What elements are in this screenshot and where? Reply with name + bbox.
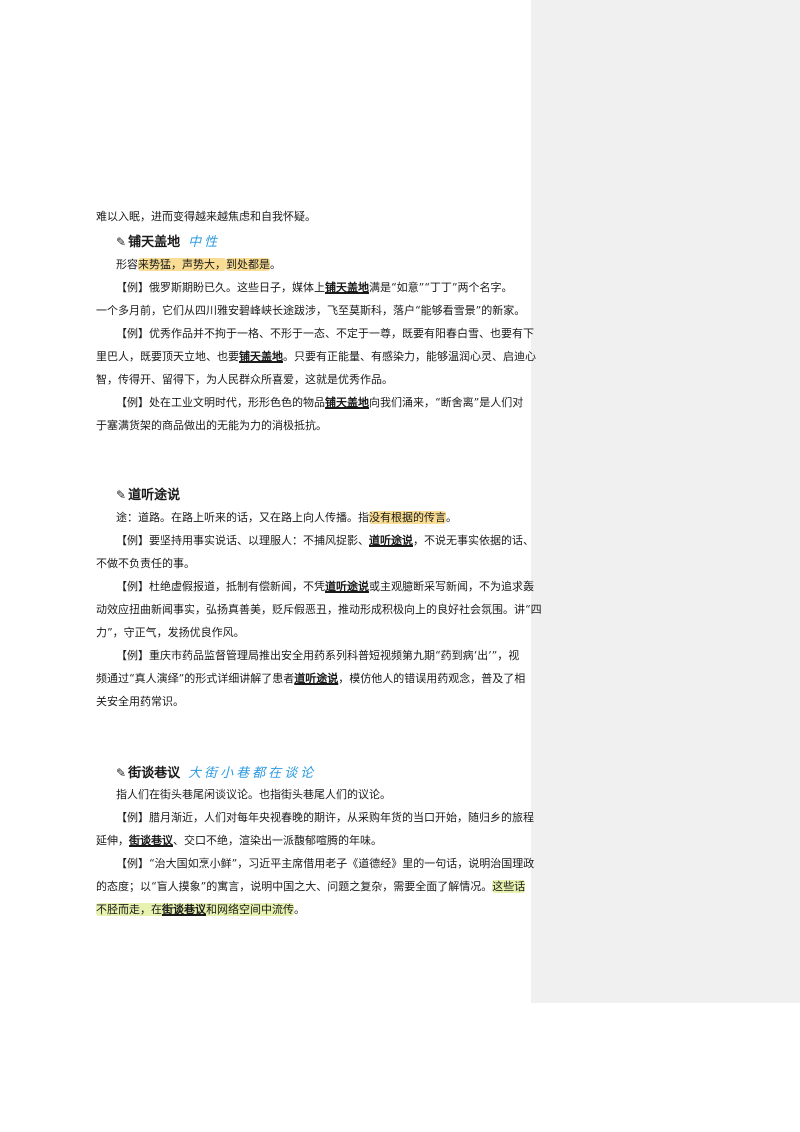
text: 或主观臆断采写新闻，不为追求轰 bbox=[369, 580, 534, 593]
example-line: 不做不负责任的事。 bbox=[96, 557, 195, 570]
section-heading-2: ✎道听途说 bbox=[116, 484, 180, 503]
idiom-mark: 街谈巷议 bbox=[162, 903, 206, 916]
text: 、交口不绝，渲染出一派馥郁喧腾的年味。 bbox=[173, 834, 382, 847]
idiom-title: 铺天盖地 bbox=[128, 235, 181, 250]
example-line: 于塞满货架的商品做出的无能为力的消极抵抗。 bbox=[96, 419, 327, 432]
text: 和网络空间中流传 bbox=[206, 903, 294, 916]
example-line: 的态度；以“盲人摸象”的寓言，说明中国之大、问题之复杂，需要全面了解情况。这些话 bbox=[96, 879, 526, 895]
pen-icon: ✎ bbox=[116, 235, 127, 249]
idiom-mark: 道听途说 bbox=[325, 580, 369, 593]
idiom-mark: 街谈巷议 bbox=[129, 834, 173, 847]
idiom-mark: 道听途说 bbox=[294, 672, 339, 685]
example-line: 【例】俄罗斯期盼已久。这些日子，媒体上铺天盖地满是“如意”“丁丁”两个名字。 bbox=[116, 280, 513, 296]
comment-sidebar bbox=[531, 0, 800, 1003]
highlight: 这些话 bbox=[492, 880, 526, 893]
highlight: 来势猛，声势大， bbox=[138, 258, 226, 271]
example-line: 智，传得开、留得下，为人民群众所喜爱，这就是优秀作品。 bbox=[96, 373, 393, 386]
example-line: 里巴人，既要顶天立地、也要铺天盖地。只要有正能量、有感染力，能够温润心灵、启迪心 bbox=[96, 349, 536, 365]
text: 。 bbox=[446, 511, 457, 524]
section-heading-1: ✎铺天盖地中性 bbox=[116, 231, 220, 250]
text: ，模仿他人的错误用药观念，普及了相 bbox=[338, 672, 526, 685]
example-line: 【例】“治大国如烹小鲜”，习近平主席借用老子《道德经》里的一句话，说明治国理政 bbox=[116, 857, 535, 870]
idiom-mark: 道听途说 bbox=[369, 534, 413, 547]
highlight: 不胫而走，在街谈巷议和网络空间中流传 bbox=[96, 903, 294, 916]
example-line: 一个多月前，它们从四川雅安碧峰峡长途跋涉，飞至莫斯科，落户“能够看雪景”的新家。 bbox=[96, 304, 526, 317]
example-line: 【例】腊月渐近，人们对每年央视春晚的期许，从采购年货的当口开始，随归乡的旅程 bbox=[116, 811, 534, 824]
text: 。 bbox=[270, 258, 281, 271]
example-line: 频通过“真人演绎”的形式详细讲解了患者道听途说，模仿他人的错误用药观念，普及了相 bbox=[96, 671, 525, 687]
definition-line: 指人们在街头巷尾闲谈议论。也指街头巷尾人们的议论。 bbox=[116, 788, 391, 801]
definition-line: 形容来势猛，声势大，到处都是。 bbox=[116, 257, 281, 273]
definition-line: 途：道路。在路上听来的话，又在路上向人传播。指没有根据的传言。 bbox=[116, 510, 457, 526]
handwritten-note: 大街小巷都在谈论 bbox=[188, 766, 317, 781]
paragraph-line: 难以入眠，进而变得越来越焦虑和自我怀疑。 bbox=[96, 210, 316, 223]
text: 向我们涌来，“断舍离”是人们对 bbox=[369, 396, 524, 409]
example-line: 不胫而走，在街谈巷议和网络空间中流传。 bbox=[96, 902, 305, 918]
example-line: 【例】要坚持用事实说话、以理服人：不捕风捉影、道听途说，不说无事实依据的话、 bbox=[116, 533, 534, 549]
text: 延伸， bbox=[96, 834, 129, 847]
idiom-title: 道听途说 bbox=[128, 488, 181, 503]
idiom-mark: 铺天盖地 bbox=[239, 350, 283, 363]
handwritten-note: 中性 bbox=[188, 235, 221, 250]
example-line: 动效应扭曲新闻事实，弘扬真善美，贬斥假恶丑，推动形成积极向上的良好社会氛围。讲“… bbox=[96, 603, 542, 616]
pen-icon: ✎ bbox=[116, 766, 127, 780]
idiom-title: 街谈巷议 bbox=[128, 766, 181, 781]
idiom-mark: 铺天盖地 bbox=[325, 281, 369, 294]
example-line: 关安全用药常识。 bbox=[96, 695, 184, 708]
text: 途：道路。在路上听来的话，又在路上向人传播。指 bbox=[116, 511, 369, 524]
text: 。只要有正能量、有感染力，能够温润心灵、启迪心 bbox=[283, 350, 536, 363]
section-heading-3: ✎街谈巷议大街小巷都在谈论 bbox=[116, 762, 316, 781]
text: 频通过“真人演绎”的形式详细讲解了患者 bbox=[96, 672, 295, 685]
text: 不胫而走，在 bbox=[96, 903, 162, 916]
text: 满是“如意”“丁丁”两个名字。 bbox=[369, 281, 513, 294]
text: 【例】要坚持用事实说话、以理服人：不捕风捉影、 bbox=[116, 534, 369, 547]
pen-icon: ✎ bbox=[116, 488, 127, 502]
text: 的态度；以“盲人摸象”的寓言，说明中国之大、问题之复杂，需要全面了解情况。 bbox=[96, 880, 493, 893]
text: 【例】杜绝虚假报道，抵制有偿新闻，不凭 bbox=[116, 580, 325, 593]
example-line: 延伸，街谈巷议、交口不绝，渲染出一派馥郁喧腾的年味。 bbox=[96, 833, 382, 849]
example-line: 【例】杜绝虚假报道，抵制有偿新闻，不凭道听途说或主观臆断采写新闻，不为追求轰 bbox=[116, 579, 534, 595]
text: 形容 bbox=[116, 258, 138, 271]
text: 。 bbox=[294, 903, 305, 916]
example-line: 【例】优秀作品并不拘于一格、不形于一态、不定于一尊，既要有阳春白雪、也要有下 bbox=[116, 327, 534, 340]
text: ，不说无事实依据的话、 bbox=[413, 534, 534, 547]
example-line: 【例】处在工业文明时代，形形色色的物品铺天盖地向我们涌来，“断舍离”是人们对 bbox=[116, 395, 523, 411]
example-line: 【例】重庆市药品监督管理局推出安全用药系列科普短视频第九期“药到病‘出’”，视 bbox=[116, 649, 520, 662]
text: 【例】处在工业文明时代，形形色色的物品 bbox=[116, 396, 325, 409]
example-line: 力”，守正气，发扬优良作风。 bbox=[96, 626, 245, 639]
idiom-mark: 铺天盖地 bbox=[325, 396, 369, 409]
highlight: 没有根据的传言 bbox=[369, 511, 446, 524]
text: 【例】俄罗斯期盼已久。这些日子，媒体上 bbox=[116, 281, 325, 294]
highlight: 到处都是 bbox=[226, 258, 270, 271]
text: 里巴人，既要顶天立地、也要 bbox=[96, 350, 239, 363]
